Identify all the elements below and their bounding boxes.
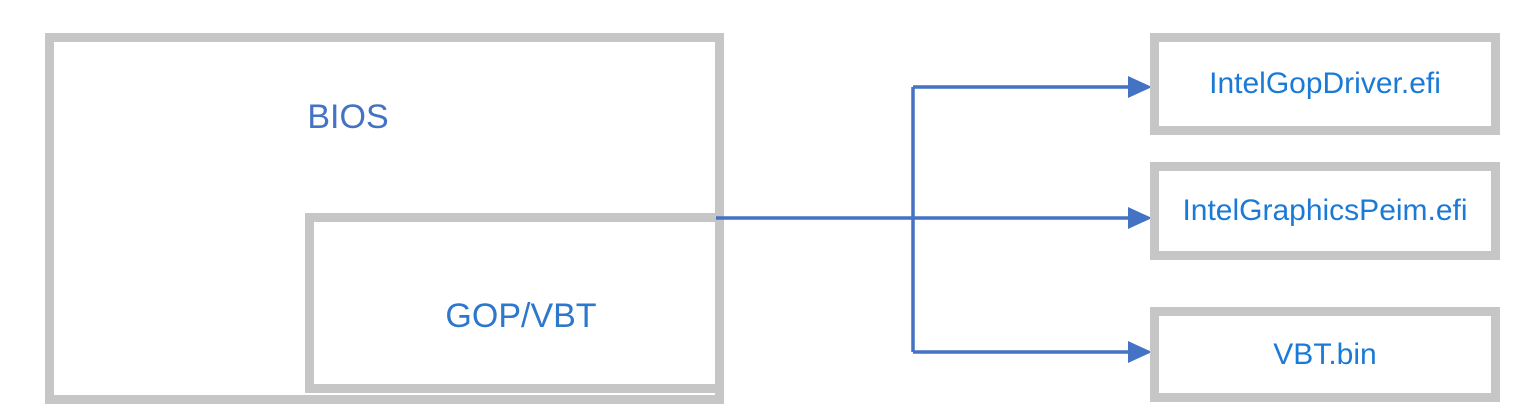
gop-vbt-box [305, 213, 724, 393]
output-label-intelgraphicspeim: IntelGraphicsPeim.efi [1182, 194, 1468, 227]
output-box-vbtbin: VBT.bin [1150, 307, 1500, 402]
output-box-intelgopdriver: IntelGopDriver.efi [1150, 33, 1500, 135]
output-box-intelgraphicspeim: IntelGraphicsPeim.efi [1150, 162, 1500, 260]
arrowhead-top-icon [1128, 76, 1152, 98]
arrowhead-middle-icon [1128, 207, 1152, 229]
arrowhead-bottom-icon [1128, 341, 1152, 363]
bios-label: BIOS [307, 98, 389, 136]
output-label-vbtbin: VBT.bin [1273, 337, 1377, 371]
output-label-intelgopdriver: IntelGopDriver.efi [1209, 67, 1441, 100]
gop-vbt-label: GOP/VBT [445, 297, 597, 335]
